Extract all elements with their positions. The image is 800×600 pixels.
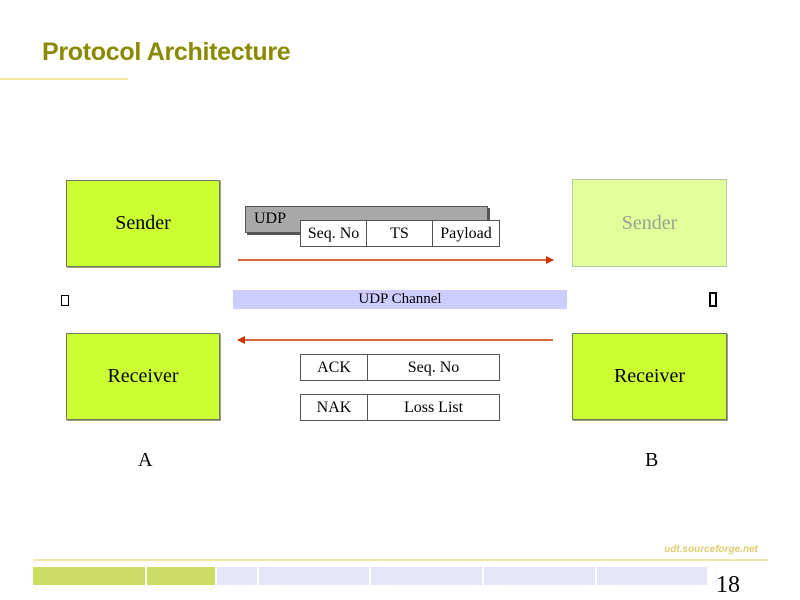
- data-packet-fields: Seq. No TS Payload: [300, 220, 500, 247]
- footer-bar-segment: [217, 567, 257, 585]
- footer-bar-segment: [597, 567, 707, 585]
- footer-bar-segment: [484, 567, 595, 585]
- footer-url: udt.sourceforge.net: [664, 544, 758, 555]
- slide-title: Protocol Architecture: [42, 38, 291, 66]
- sender-b-box: Sender: [572, 179, 727, 267]
- udp-header-label: UDP: [254, 210, 287, 227]
- sender-b-label: Sender: [621, 211, 678, 234]
- nak-type: NAK: [301, 395, 368, 420]
- footer-bar-segment: [259, 567, 369, 585]
- receiver-a-box: Receiver: [66, 333, 220, 420]
- page-number: 18: [716, 572, 740, 598]
- udp-channel-label: UDP Channel: [358, 291, 442, 307]
- title-underline: [0, 78, 128, 80]
- data-field-ts: TS: [367, 221, 433, 246]
- footer-bar-segment: [371, 567, 482, 585]
- endpoint-b-label: B: [645, 449, 659, 471]
- ack-field: Seq. No: [407, 358, 460, 376]
- ack-type: ACK: [301, 355, 368, 380]
- receiver-b-label: Receiver: [613, 365, 686, 387]
- data-field-payload: Payload: [440, 224, 492, 242]
- endpoint-a-label: A: [138, 449, 153, 471]
- missing-glyph-icon: [61, 295, 69, 306]
- ack-packet: ACK Seq. No: [300, 354, 500, 381]
- receiver-a-label: Receiver: [107, 365, 179, 387]
- sender-a-label: Sender: [115, 212, 171, 234]
- footer-divider: [33, 559, 768, 561]
- nak-field: Loss List: [403, 398, 464, 416]
- missing-glyph-icon: [709, 292, 717, 307]
- footer-bar-segment: [147, 567, 215, 585]
- footer-bar-segment: [33, 567, 145, 585]
- nak-packet: NAK Loss List: [300, 394, 500, 421]
- receiver-b-box: Receiver: [572, 333, 727, 420]
- udp-channel: UDP Channel: [233, 290, 567, 309]
- data-field-seq-no: Seq. No: [301, 221, 367, 246]
- sender-a-box: Sender: [66, 180, 220, 267]
